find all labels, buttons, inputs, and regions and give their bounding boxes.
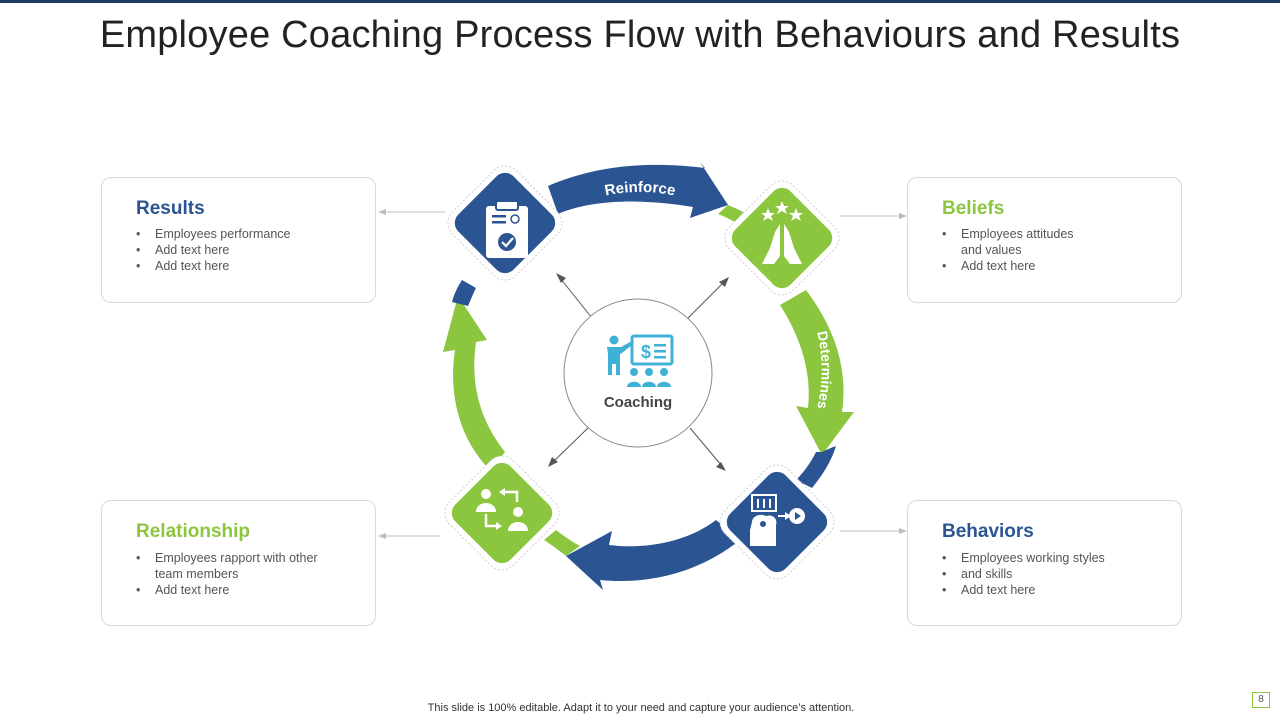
coaching-center: $ Coaching	[563, 298, 713, 448]
arrow-label-affect: Affect	[438, 353, 455, 396]
arrow-influence: Influence	[544, 520, 740, 605]
node-relationship	[444, 455, 560, 571]
people-exchange-icon	[476, 488, 528, 531]
card-connectors	[378, 209, 907, 539]
card-beliefs: Beliefs Employees attitudes and values A…	[907, 177, 1182, 303]
svg-text:Affect: Affect	[438, 353, 455, 396]
list-item: Add text here	[136, 258, 361, 274]
card-heading-results: Results	[136, 198, 205, 219]
praying-hands-stars-icon	[761, 201, 803, 264]
arrow-affect: Affect	[438, 280, 505, 470]
svg-text:$: $	[641, 342, 651, 362]
list-item: Add text here	[136, 582, 336, 598]
list-item: Employees rapport with other team member…	[136, 550, 336, 582]
list-item: Add text here	[942, 258, 1092, 274]
head-gears-play-icon	[750, 494, 805, 546]
arrow-label-determines: Determines	[814, 329, 835, 410]
card-behaviors: Behaviors Employees working styles and s…	[907, 500, 1182, 626]
footer-note: This slide is 100% editable. Adapt it to…	[427, 702, 855, 714]
arrow-reinforce: Reinforce	[548, 162, 756, 228]
card-list-beliefs: Employees attitudes and values Add text …	[942, 226, 1092, 274]
node-behaviors	[719, 464, 835, 580]
card-heading-beliefs: Beliefs	[942, 198, 1005, 219]
center-label: Coaching	[604, 394, 672, 411]
card-list-relationship: Employees rapport with other team member…	[136, 550, 336, 598]
arrow-determines: Determines	[780, 290, 854, 488]
center-connectors	[548, 273, 729, 471]
card-results: Results Employees performance Add text h…	[101, 177, 376, 303]
node-beliefs	[724, 180, 840, 296]
slide-title: Employee Coaching Process Flow with Beha…	[99, 14, 1181, 56]
presentation-coaching-icon: $	[607, 334, 674, 387]
list-item: Employees performance	[136, 226, 361, 242]
svg-text:Determines: Determines	[814, 329, 835, 410]
card-list-behaviors: Employees working styles and skills Add …	[942, 550, 1167, 598]
list-item: Employees working styles	[942, 550, 1167, 566]
list-item: Employees attitudes and values	[942, 226, 1092, 258]
svg-text:Reinforce: Reinforce	[603, 179, 677, 200]
card-heading-behaviors: Behaviors	[942, 521, 1034, 542]
list-item: Add text here	[942, 582, 1167, 598]
list-item: Add text here	[136, 242, 361, 258]
arrow-label-reinforce: Reinforce	[603, 179, 677, 200]
node-results	[447, 165, 563, 281]
list-item: and skills	[942, 566, 1167, 582]
clipboard-check-icon	[486, 200, 528, 258]
top-accent-bar	[0, 0, 1280, 3]
page-number: 8	[1252, 692, 1270, 708]
card-heading-relationship: Relationship	[136, 521, 251, 542]
card-relationship: Relationship Employees rapport with othe…	[101, 500, 376, 626]
card-list-results: Employees performance Add text here Add …	[136, 226, 361, 274]
